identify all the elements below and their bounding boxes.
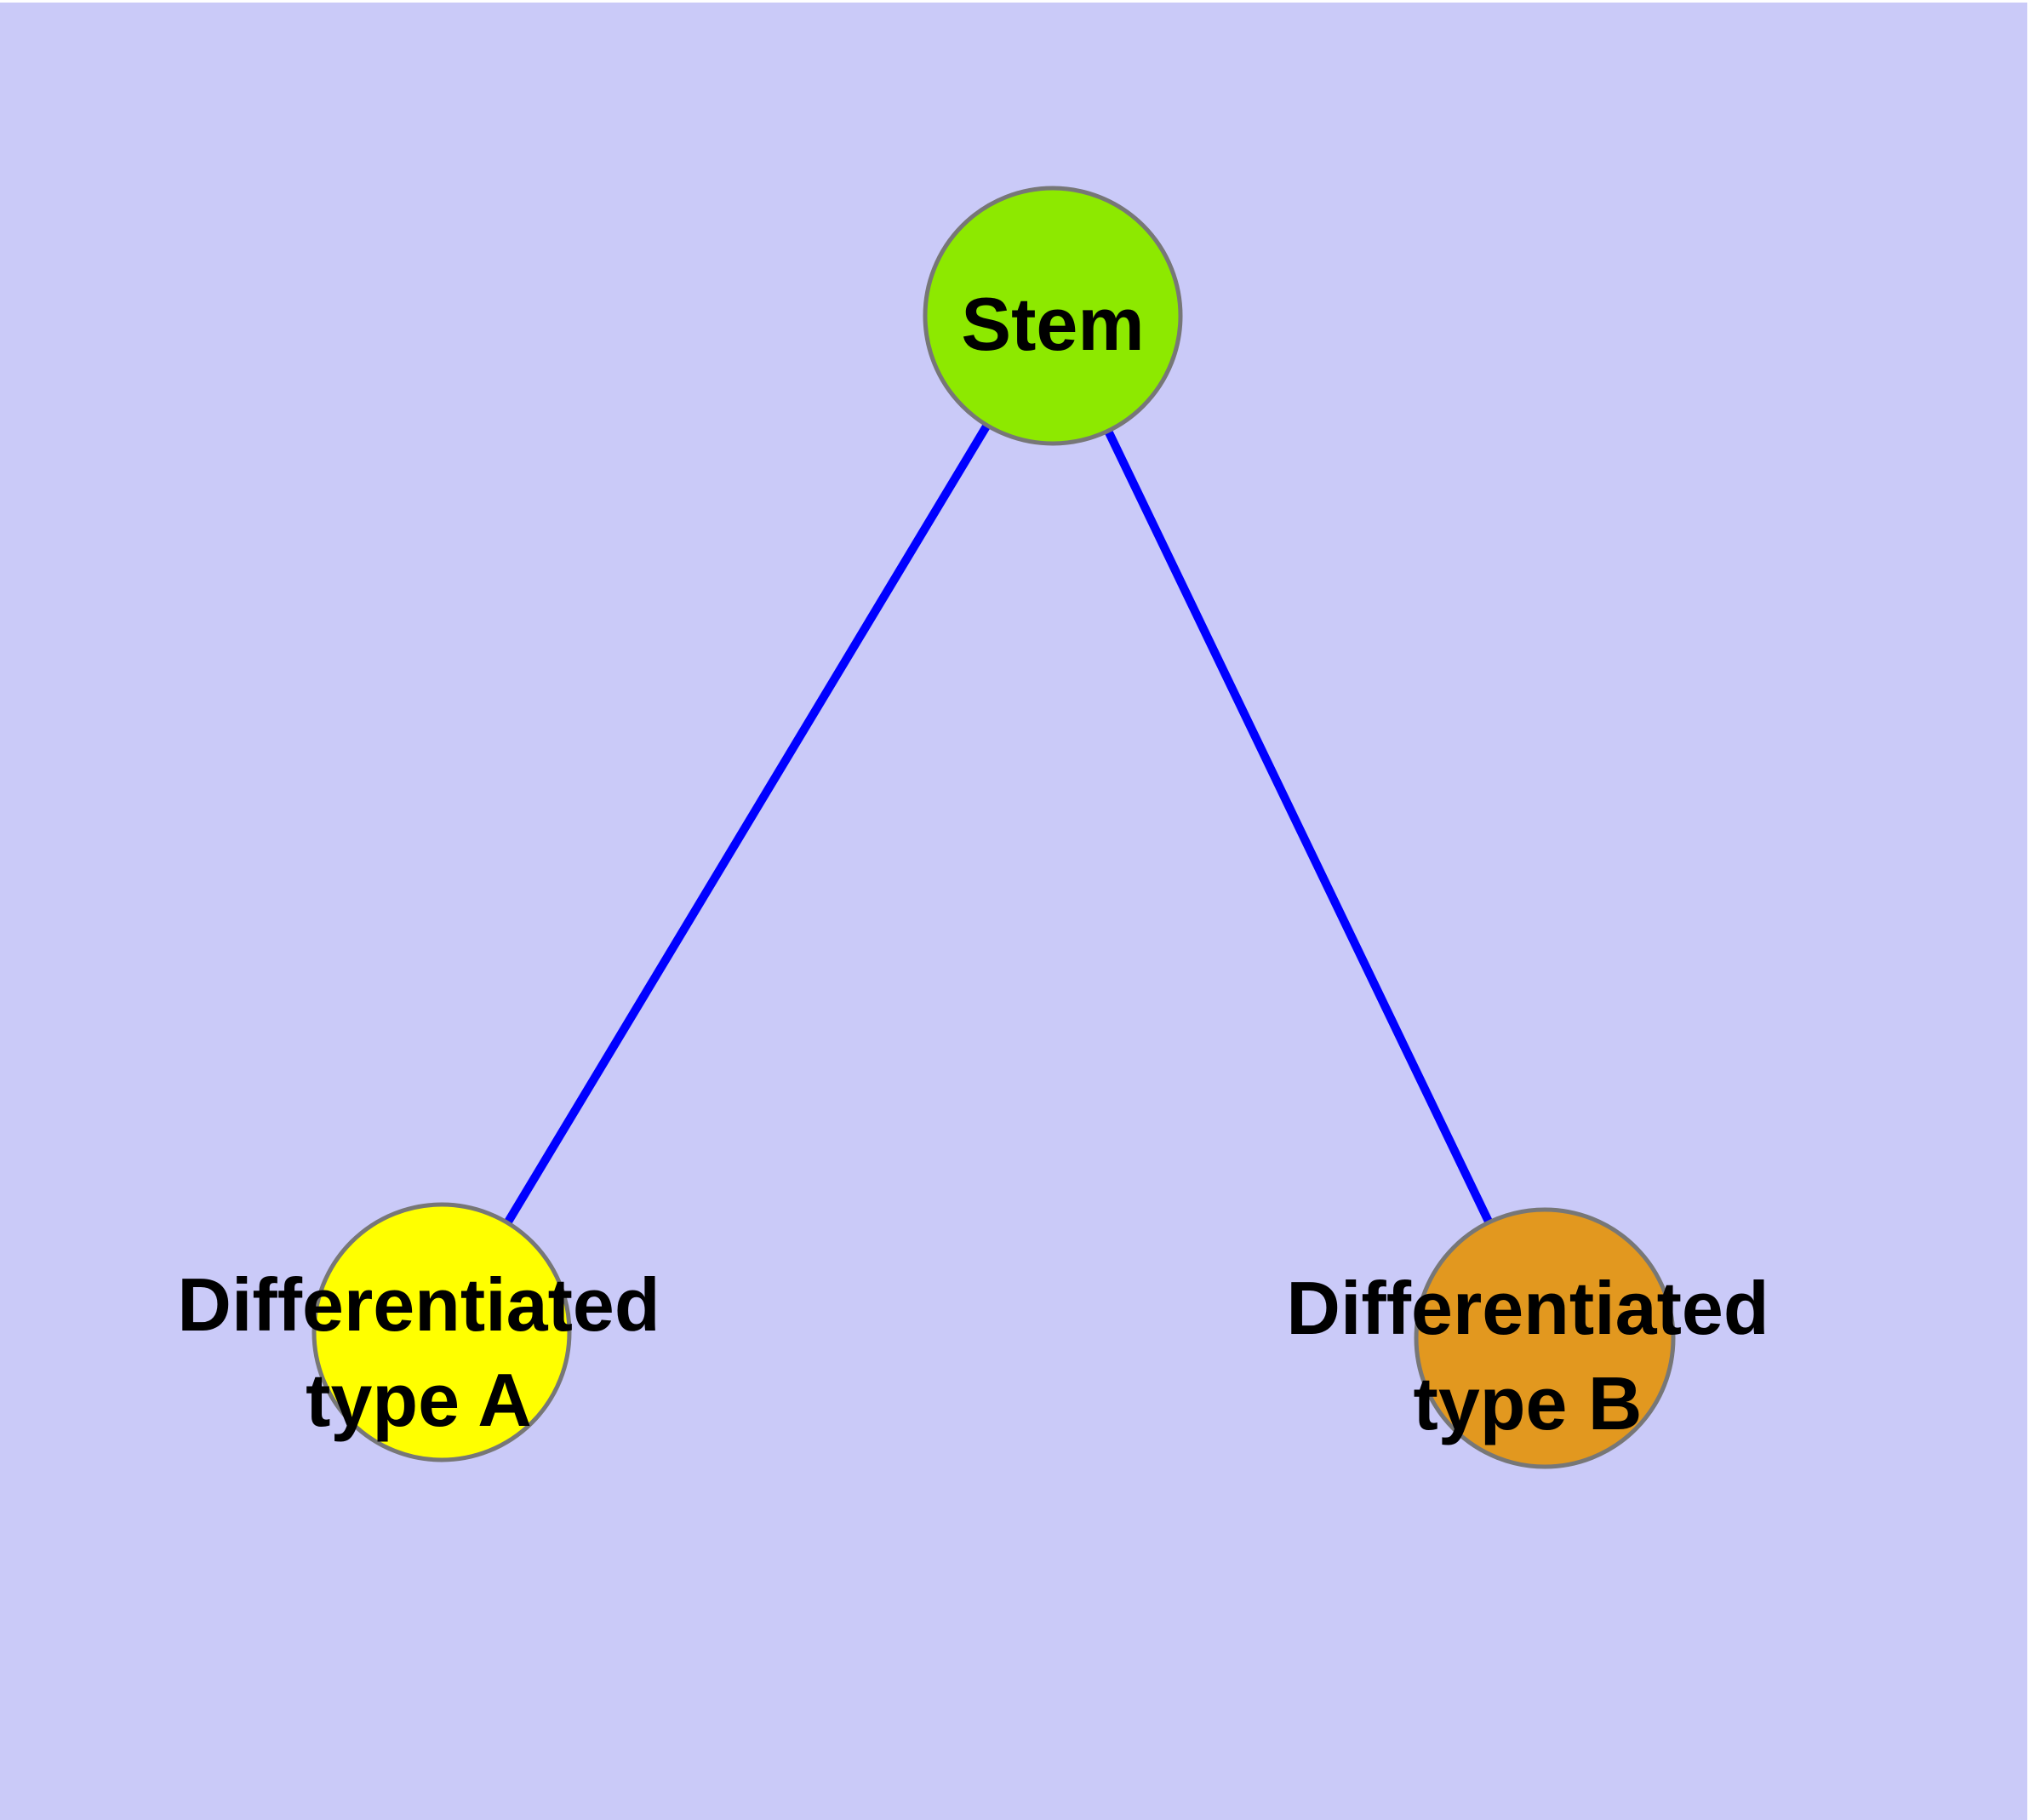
stem-label-line: Stem: [961, 282, 1145, 366]
edge-stem-to-diff-a: [437, 313, 1057, 1335]
diff-b-label-line-2: type B: [1413, 1361, 1643, 1445]
diff-a-label-line-1: Differentiated: [177, 1262, 660, 1347]
diff-a-label-line-2: type A: [306, 1358, 532, 1442]
diff-b-label-line-1: Differentiated: [1286, 1266, 1769, 1350]
node-diff-a: [311, 1202, 572, 1462]
stem-node-label: Stem: [961, 277, 1144, 372]
edge-stem-to-diff-b: [1049, 313, 1549, 1341]
node-diff-b: [1414, 1207, 1676, 1469]
node-stem: [923, 186, 1183, 446]
differentiated-type-a-node-label: Differentiated type A: [177, 1257, 660, 1448]
differentiated-type-b-node-label: Differentiated type B: [1286, 1261, 1769, 1451]
